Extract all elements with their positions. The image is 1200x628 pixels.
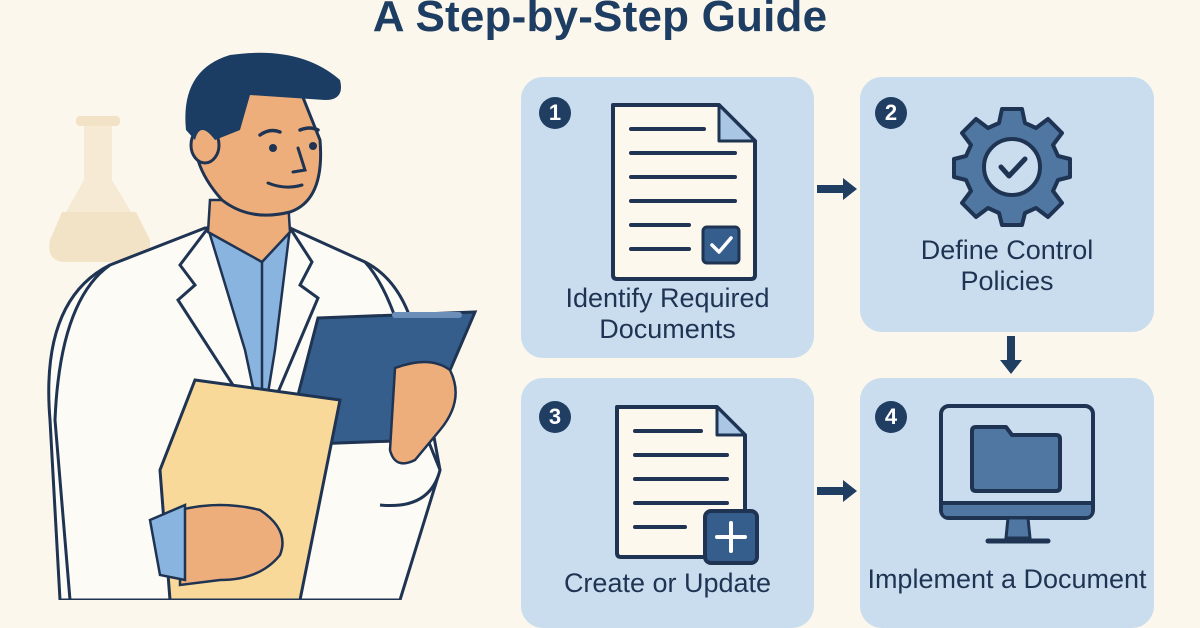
flask-icon	[49, 116, 151, 262]
arrow-right-icon	[817, 480, 857, 502]
scientist-illustration	[47, 52, 478, 600]
step-label: Identify Required Documents	[565, 283, 770, 344]
step-label: Define Control Policies	[920, 235, 1094, 296]
step-number-badge: 2	[875, 97, 907, 129]
step-card-4: 4 Implement a Document	[860, 378, 1154, 628]
computer-folder-icon	[939, 404, 1095, 544]
step-card-2: 2 Define Control Policies	[860, 77, 1154, 332]
page-title: A Step-by-Step Guide	[372, 0, 828, 41]
gear-check-icon	[952, 107, 1072, 227]
document-add-icon	[615, 405, 759, 565]
arrow-down-icon	[1000, 336, 1022, 374]
step-label: Implement a Document	[867, 564, 1147, 594]
step-number-badge: 4	[875, 401, 907, 433]
step-label: Create or Update	[563, 568, 772, 598]
step-number-badge: 1	[539, 97, 571, 129]
arrow-right-icon	[817, 178, 857, 200]
step-card-3: 3 Create or Update	[521, 378, 814, 628]
step-number-badge: 3	[539, 401, 571, 433]
document-check-icon	[611, 103, 757, 281]
step-card-1: 1 Identify Required Documents	[521, 77, 814, 358]
